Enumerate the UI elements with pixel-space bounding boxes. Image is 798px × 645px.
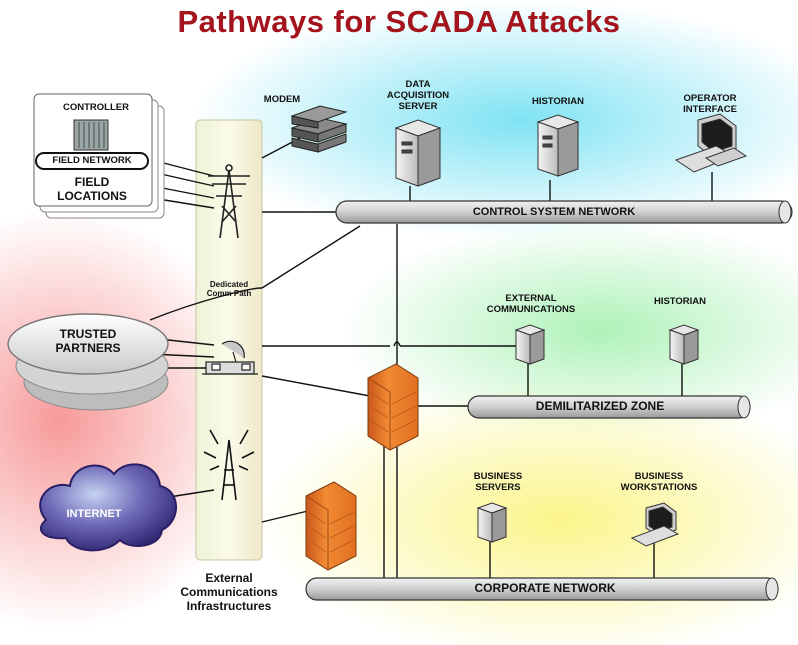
internet-label: INTERNET (66, 508, 122, 520)
historian-server-icon (536, 114, 580, 177)
external-communications-label: EXTERNAL COMMUNICATIONS (486, 293, 576, 315)
radio-tower-icon (203, 429, 255, 501)
controller-label: CONTROLLER (63, 102, 129, 113)
external-communications-infrastructures-label: External Communications Infrastructures (180, 571, 278, 613)
corporate-firewall-icon (305, 481, 357, 571)
corporate-network-label: CORPORATE NETWORK (474, 581, 616, 595)
operator-interface-icon (674, 113, 748, 173)
comm-infrastructure-strip (195, 119, 263, 561)
modem-label: MODEM (263, 94, 301, 105)
dmz-historian-server-icon (668, 324, 700, 365)
connection-lines (149, 137, 713, 580)
dmz-bus (467, 395, 751, 419)
transmission-tower-icon (208, 164, 250, 239)
trusted-partners-label: TRUSTED PARTNERS (55, 327, 121, 355)
operator-interface-label: OPERATOR INTERFACE (683, 93, 737, 115)
business-workstations-icon (630, 502, 680, 547)
data-acquisition-server-icon (394, 119, 442, 187)
trusted-partners-stack (7, 313, 169, 411)
corporate-network-bus (305, 577, 779, 601)
business-servers-label: BUSINESS SERVERS (473, 471, 523, 493)
data-acquisition-server-label: DATA ACQUISITION SERVER (386, 79, 450, 112)
modem-icon (290, 105, 348, 153)
dedicated-comm-path-label: Dedicated Comm Path (206, 280, 252, 299)
field-locations-stack (33, 93, 165, 219)
business-servers-icon (476, 502, 508, 543)
demilitarized-zone-label: DEMILITARIZED ZONE (535, 399, 665, 413)
control-system-network-bus (335, 200, 793, 224)
field-network-label: FIELD NETWORK (52, 155, 132, 166)
control-system-network-label: CONTROL SYSTEM NETWORK (472, 206, 636, 218)
business-workstations-label: BUSINESS WORKSTATIONS (620, 471, 698, 493)
dmz-firewall-icon (367, 363, 419, 451)
external-communications-server-icon (514, 324, 546, 365)
satellite-dish-icon (202, 340, 258, 375)
historian-label: HISTORIAN (531, 96, 585, 107)
internet-cloud (39, 463, 177, 552)
dmz-historian-label: HISTORIAN (653, 296, 707, 307)
field-locations-label: FIELD LOCATIONS (57, 175, 127, 203)
page-title: Pathways for SCADA Attacks (177, 4, 621, 39)
